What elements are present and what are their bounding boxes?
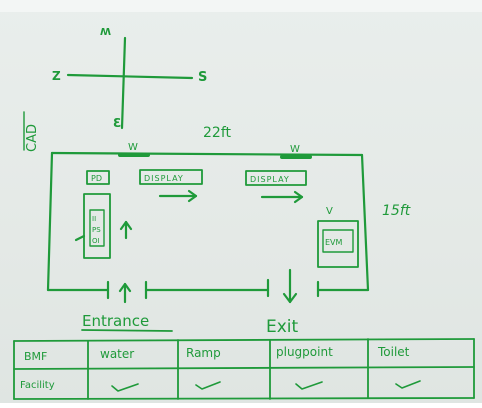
- compass-vertical-line: [120, 36, 127, 130]
- paper-top-strip: [0, 0, 482, 12]
- facility-table-grid: [13, 338, 475, 400]
- table-header-bmf: BMF: [24, 350, 47, 363]
- window-mark-side: V: [326, 206, 333, 217]
- table-header-ramp: Ramp: [186, 346, 221, 360]
- entrance-arrow-head: [118, 282, 132, 293]
- handwriting: W Z S Ɛ CAD 22ft 15ft W W V PD DISPLAY D…: [20, 25, 411, 391]
- entrance-label: Entrance: [82, 312, 149, 330]
- table-middle-border: [13, 366, 475, 370]
- arrow-right-1-head: [187, 189, 198, 203]
- compass-north-label: W: [100, 25, 111, 36]
- table-header-water: water: [100, 347, 134, 361]
- window-mark-right: W: [290, 144, 300, 155]
- table-header-toilet: Toilet: [377, 345, 410, 359]
- plan-top-wall: [50, 151, 364, 157]
- ink-layer: [13, 36, 475, 400]
- arrow-right-2-head: [293, 190, 304, 204]
- shelf-line-3: OI: [92, 237, 100, 245]
- display-box-2: [245, 170, 307, 186]
- evm-inner-box: [322, 229, 354, 253]
- check-plugpoint: [295, 381, 323, 390]
- side-note-text: CAD: [25, 124, 40, 152]
- shelf-inner-box: [89, 209, 105, 247]
- window-mark-left: W: [128, 142, 138, 153]
- floor-plan: [46, 151, 370, 300]
- compass: [66, 36, 194, 130]
- check-water: [111, 383, 139, 392]
- shelf-pointer: [74, 234, 86, 242]
- arrow-up-inside-head: [119, 220, 133, 231]
- table-top-border: [13, 338, 475, 342]
- plan-right-wall: [360, 153, 370, 292]
- shelf-box: [83, 193, 111, 259]
- display-box-1: [139, 169, 203, 185]
- table-bottom-border: [13, 397, 475, 400]
- compass-horizontal-line: [66, 73, 194, 80]
- flow-arrows: [74, 189, 304, 304]
- side-dimension-label: 15ft: [382, 203, 411, 219]
- compass-south-label: Ɛ: [113, 116, 121, 130]
- exit-arrow-head: [282, 292, 298, 304]
- top-dimension-label: 22ft: [203, 125, 231, 141]
- compass-east-label: S: [198, 70, 207, 85]
- pd-label: PD: [91, 174, 102, 183]
- facility-checks: [111, 380, 421, 392]
- shelf-line-1: II: [92, 215, 96, 223]
- evm-box: [317, 220, 359, 268]
- entrance-underline: [81, 329, 173, 332]
- display-2-label: DISPLAY: [250, 175, 290, 184]
- table-row-label: Facility: [20, 380, 55, 391]
- shelf-line-2: PS: [92, 226, 101, 234]
- display-1-label: DISPLAY: [144, 174, 184, 183]
- evm-label: EVM: [325, 238, 343, 247]
- check-toilet: [395, 380, 421, 389]
- table-header-plugpoint: plugpoint: [276, 345, 333, 359]
- pd-box: [86, 170, 110, 185]
- compass-west-label: Z: [52, 69, 61, 83]
- exit-label: Exit: [266, 317, 299, 337]
- check-ramp: [195, 381, 221, 390]
- plan-left-wall: [46, 151, 54, 292]
